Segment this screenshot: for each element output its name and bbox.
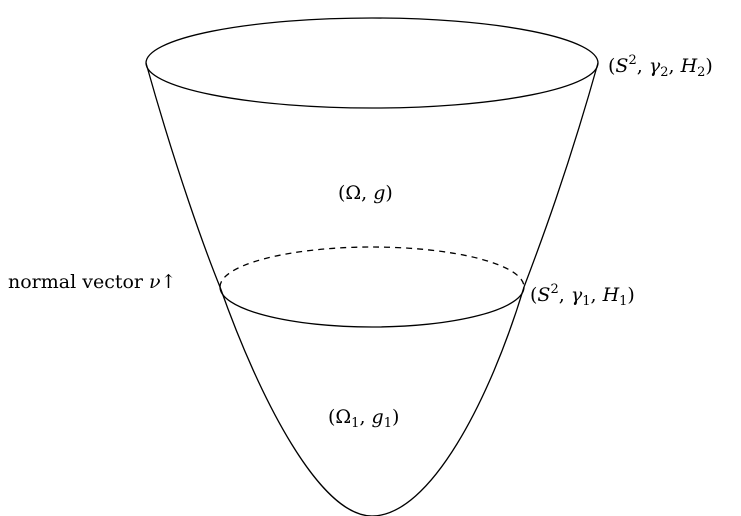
top-boundary-ellipse bbox=[145, 17, 599, 109]
mid-ellipse-back bbox=[219, 246, 525, 288]
region-inner-label: (Ω1, g1) bbox=[328, 406, 399, 431]
right-wall bbox=[523, 62, 599, 288]
mid-ellipse-front bbox=[219, 286, 525, 328]
top-boundary-label: (S2, γ2, H2) bbox=[608, 53, 713, 80]
normal-arrow-icon: ↑ bbox=[161, 271, 177, 293]
lower-bowl bbox=[219, 286, 525, 516]
region-outer-label: (Ω, g) bbox=[338, 182, 393, 204]
mid-boundary-label: (S2, γ1, H1) bbox=[530, 282, 635, 309]
left-wall bbox=[145, 62, 221, 288]
normal-vector-label: normal vector ν↑ bbox=[8, 271, 177, 293]
